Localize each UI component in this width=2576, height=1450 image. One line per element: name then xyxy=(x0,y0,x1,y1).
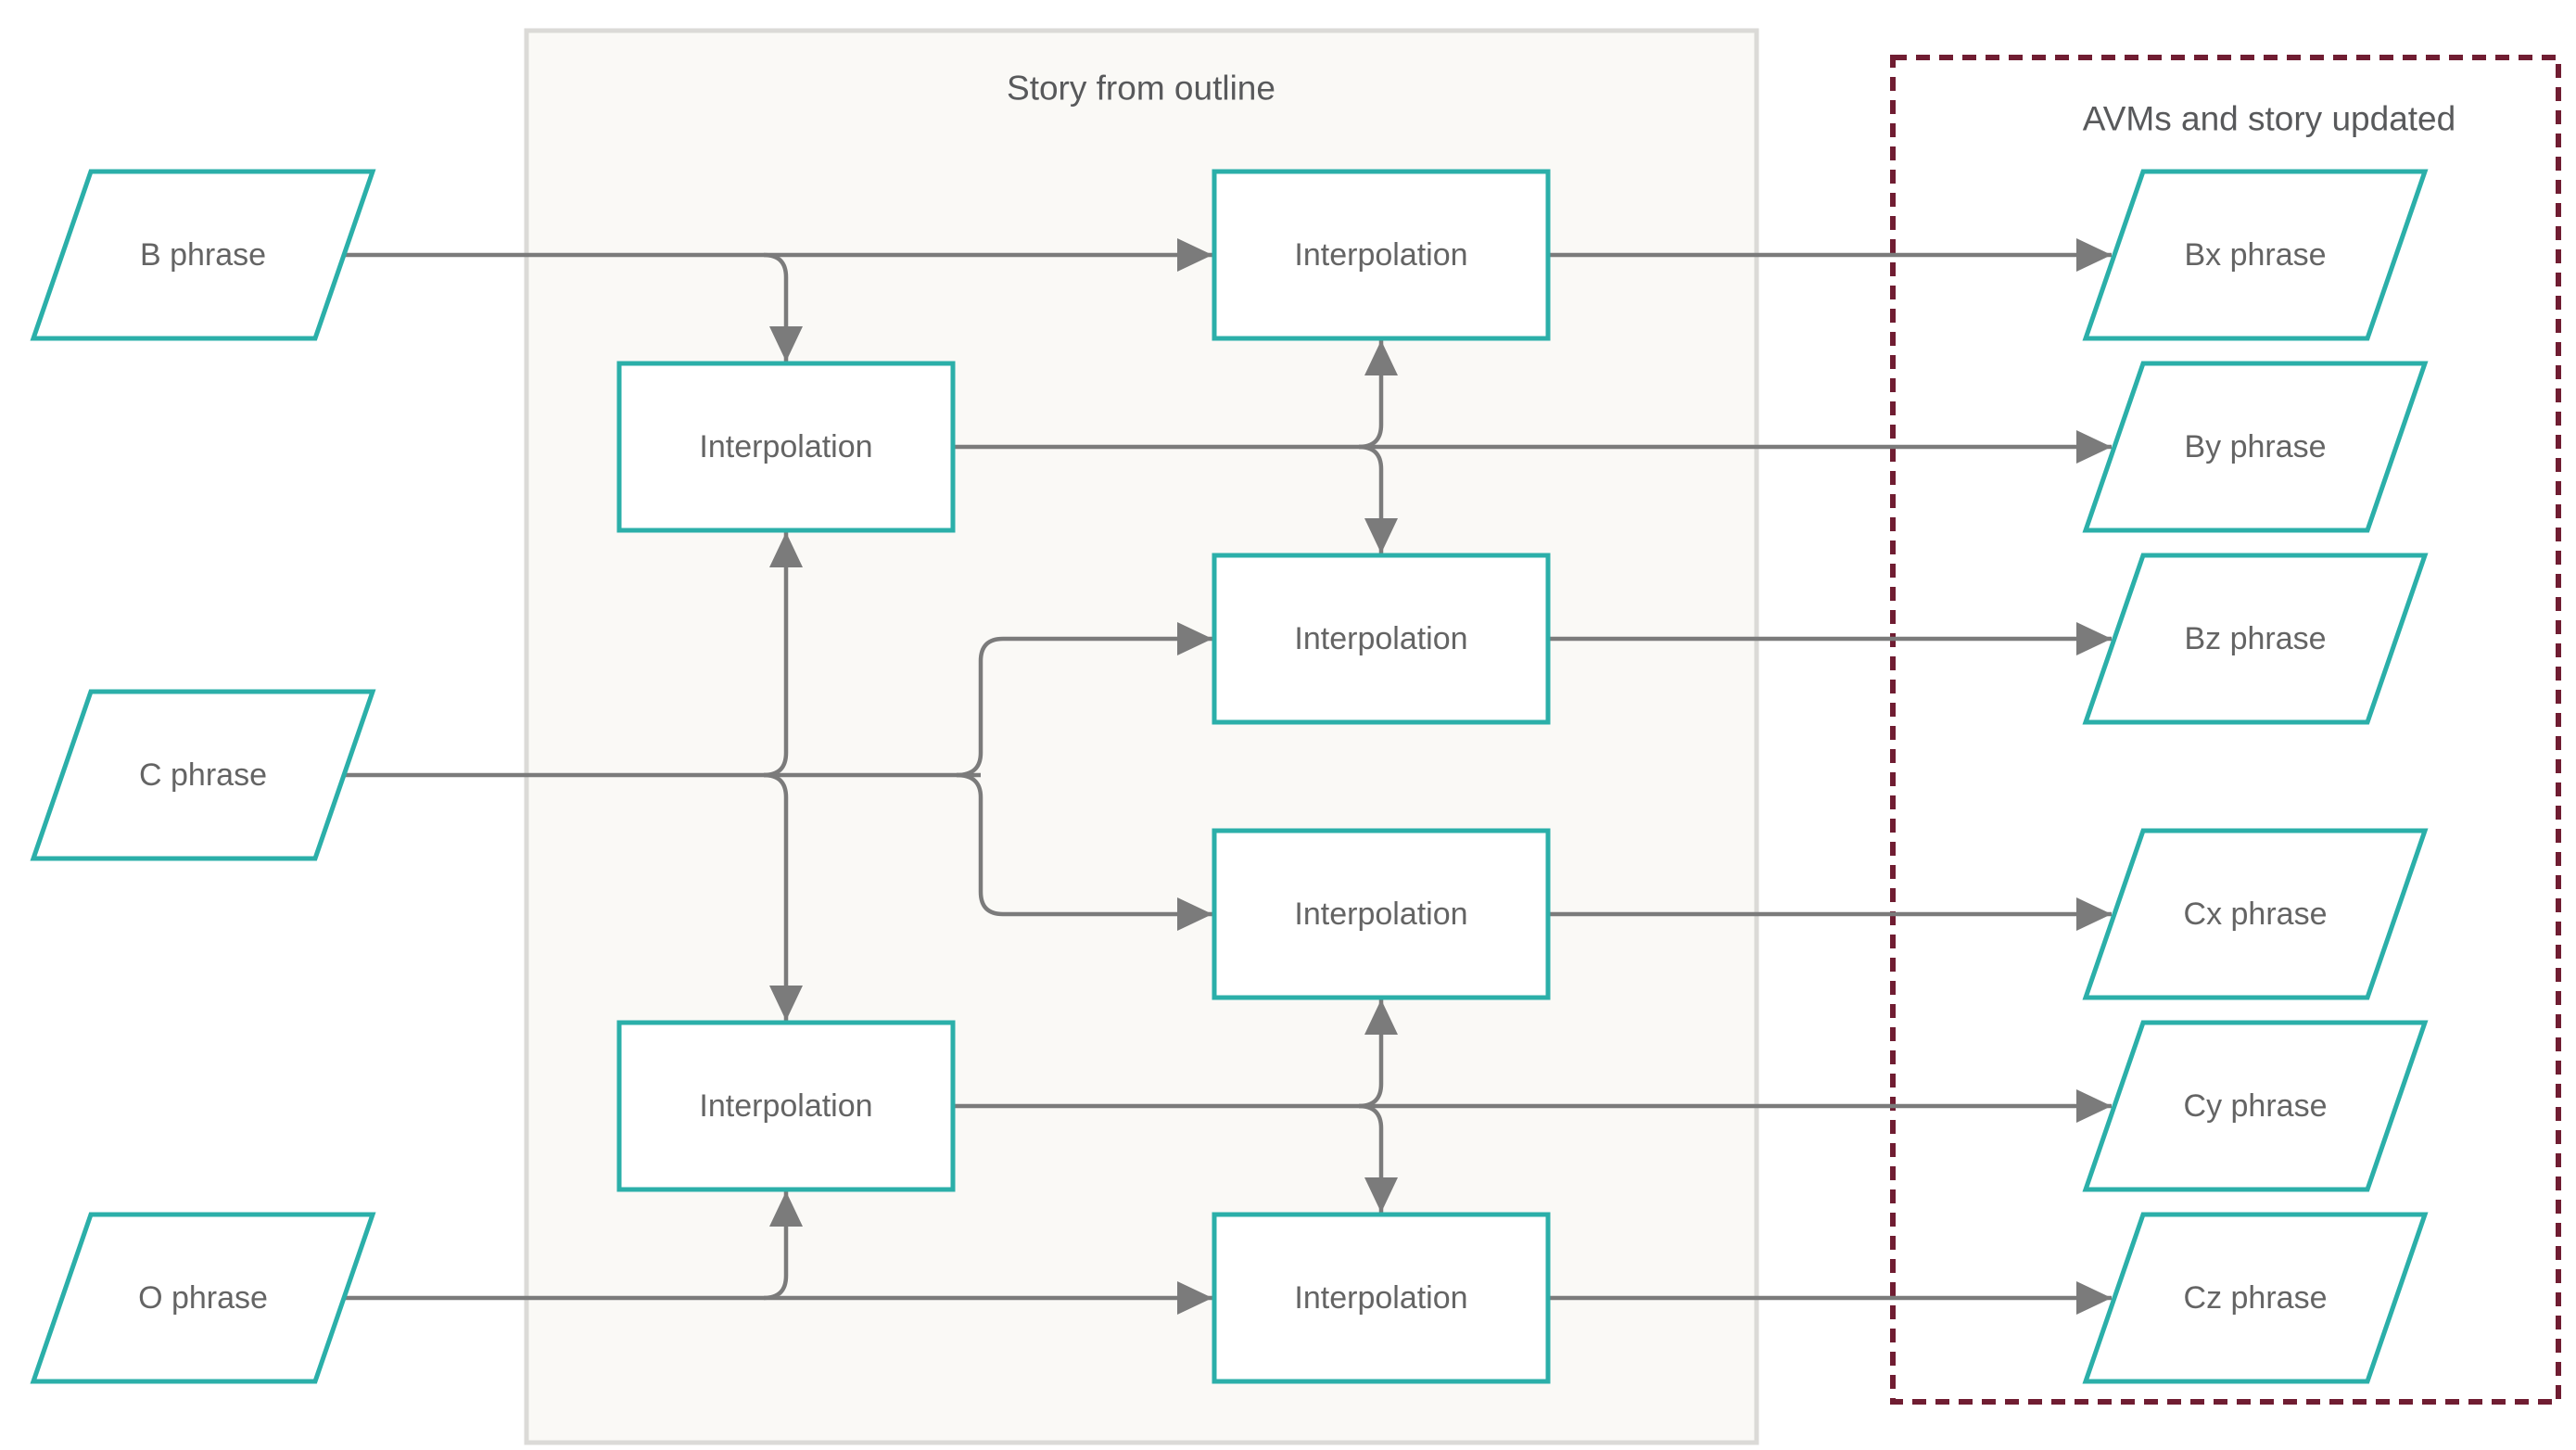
interpolation-5-label: Interpolation xyxy=(699,1088,872,1124)
interpolation-1-shape xyxy=(1212,169,1551,341)
edge-b-to-interpolation-2 xyxy=(763,252,803,362)
cy-phrase-shape xyxy=(2082,1020,2429,1192)
bx-phrase-shape xyxy=(2082,169,2429,341)
edge-interpolation-2-to-interpolation-3 xyxy=(1358,444,1398,553)
edge-o-to-interpolation-5 xyxy=(763,1191,803,1301)
cz-phrase-label: Cz phrase xyxy=(2184,1280,2328,1316)
node-bx-phrase: Bx phrase xyxy=(2082,169,2429,341)
interpolation-3-shape xyxy=(1212,553,1551,725)
interpolation-1-label: Interpolation xyxy=(1294,237,1467,273)
b-phrase-shape xyxy=(30,169,376,341)
edge-c-to-interpolation-3 xyxy=(956,622,1212,778)
node-b-phrase: B phrase xyxy=(30,169,376,341)
node-interpolation-5: Interpolation xyxy=(616,1020,956,1192)
node-interpolation-6: Interpolation xyxy=(1212,1212,1551,1384)
node-interpolation-3: Interpolation xyxy=(1212,553,1551,725)
node-by-phrase: By phrase xyxy=(2082,361,2429,533)
node-cz-phrase: Cz phrase xyxy=(2082,1212,2429,1384)
node-cx-phrase: Cx phrase xyxy=(2082,828,2429,1000)
cx-phrase-shape xyxy=(2082,828,2429,1000)
c-phrase-label: C phrase xyxy=(139,757,267,793)
edge-c-to-interpolation-5 xyxy=(763,772,803,1021)
edge-interpolation-5-to-interpolation-6 xyxy=(1358,1103,1398,1213)
o-phrase-label: O phrase xyxy=(138,1280,268,1316)
interpolation-2-shape xyxy=(616,361,956,533)
interpolation-2-label: Interpolation xyxy=(699,429,872,464)
node-bz-phrase: Bz phrase xyxy=(2082,553,2429,725)
interpolation-5-shape xyxy=(616,1020,956,1192)
story-group-title: Story from outline xyxy=(1007,70,1275,108)
interpolation-4-shape xyxy=(1212,828,1551,1000)
node-c-phrase: C phrase xyxy=(30,689,376,861)
node-cy-phrase: Cy phrase xyxy=(2082,1020,2429,1192)
bx-phrase-label: Bx phrase xyxy=(2184,237,2326,273)
c-phrase-shape xyxy=(30,689,376,861)
o-phrase-shape xyxy=(30,1212,376,1384)
cy-phrase-label: Cy phrase xyxy=(2184,1088,2328,1124)
node-o-phrase: O phrase xyxy=(30,1212,376,1384)
interpolation-6-shape xyxy=(1212,1212,1551,1384)
edge-c-to-interpolation-4 xyxy=(956,772,1212,931)
bz-phrase-label: Bz phrase xyxy=(2184,621,2326,656)
avms-group-box xyxy=(1890,55,2561,1405)
node-interpolation-2: Interpolation xyxy=(616,361,956,533)
cx-phrase-label: Cx phrase xyxy=(2184,897,2328,932)
node-interpolation-1: Interpolation xyxy=(1212,169,1551,341)
avms-group: AVMs and story updated xyxy=(1890,55,2561,1405)
interpolation-3-label: Interpolation xyxy=(1294,621,1467,656)
b-phrase-label: B phrase xyxy=(140,237,266,273)
by-phrase-shape xyxy=(2082,361,2429,533)
cz-phrase-shape xyxy=(2082,1212,2429,1384)
interpolation-6-label: Interpolation xyxy=(1294,1280,1467,1316)
interpolation-4-label: Interpolation xyxy=(1294,897,1467,932)
bz-phrase-shape xyxy=(2082,553,2429,725)
story-from-outline-group: Story from outline xyxy=(524,28,1759,1445)
avms-group-title: AVMs and story updated xyxy=(2083,100,2455,138)
edges xyxy=(344,238,2112,1315)
node-interpolation-4: Interpolation xyxy=(1212,828,1551,1000)
by-phrase-label: By phrase xyxy=(2184,429,2326,464)
story-group-box xyxy=(524,28,1759,1445)
